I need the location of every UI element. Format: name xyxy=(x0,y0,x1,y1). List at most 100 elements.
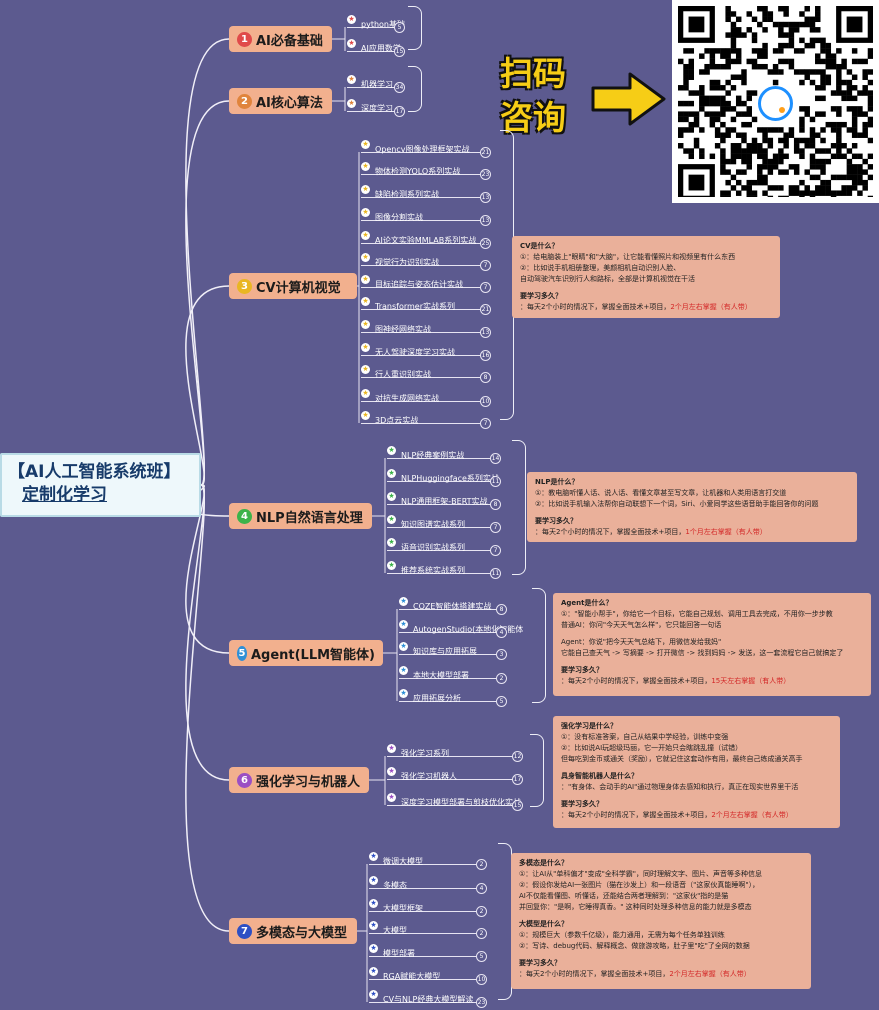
leaf-connector xyxy=(372,458,386,573)
leaf-count-badge: 7 xyxy=(480,260,491,271)
leaf-connector xyxy=(332,87,346,111)
branch-connector xyxy=(185,100,230,486)
leaf-item[interactable]: ★ 大模型框架 xyxy=(369,896,481,913)
leaf-item[interactable]: ★图像分割实战 xyxy=(361,205,485,222)
note-agent-line: Agent：你说"把今天天气总结下，用微信发给我妈" xyxy=(561,638,722,646)
leaf-item[interactable]: ★ NLPHuggingface系列实战 xyxy=(387,466,499,483)
green-star-icon: ★ xyxy=(387,492,396,501)
leaf-label: 模型部署 xyxy=(383,949,415,958)
leaf-item[interactable]: ★微调大模型 xyxy=(369,849,481,866)
leaf-label: 大模型框架 xyxy=(383,904,423,913)
leaf-item[interactable]: ★CV与NLP经典大模型解读 xyxy=(369,987,481,1004)
leaf-item[interactable]: ★COZE智能体搭建实战 xyxy=(399,594,501,611)
leaf-count-badge: 13 xyxy=(480,192,491,203)
leaf-label: NLPHuggingface系列实战 xyxy=(401,474,499,483)
note-rl-line: 但每吃到金币或通关（奖励），它就记住这套动作有用，最终自己练成通关高手 xyxy=(561,755,803,763)
note-rl-duration-highlight: 2个月左右掌握（有人带） xyxy=(711,811,793,819)
leaf-item[interactable]: ★ 强化学习机器人 xyxy=(387,764,517,781)
leaf-item[interactable]: ★python基础 xyxy=(347,12,405,29)
note-mm-line: AI不仅能看懂图、听懂话，还能结合两者理解到："这家伙"指的是猫 xyxy=(519,892,729,900)
note-nlp-duration-title: 要学习多久？ xyxy=(535,517,577,525)
leaf-item[interactable]: ★目标追踪与姿态估计实战 xyxy=(361,272,485,289)
leaf-item[interactable]: ★应用拓展分析 xyxy=(399,686,501,703)
leaf-item[interactable]: ★语音识别实战系列 xyxy=(387,535,495,552)
leaf-item[interactable]: ★缺陷检测系列实战 xyxy=(361,182,485,199)
blue-star-icon: ★ xyxy=(399,689,408,698)
branch-label: AI核心算法 xyxy=(256,95,323,111)
leaf-item[interactable]: ★对抗生成网络实战 xyxy=(361,386,485,403)
leaf-count-badge: 11 xyxy=(490,476,501,487)
group-brace xyxy=(512,440,526,575)
leaf-item[interactable]: ★知识库与应用拓展 xyxy=(399,639,501,656)
leaf-connector xyxy=(357,152,360,423)
leaf-label: 强化学习机器人 xyxy=(401,772,457,781)
leaf-item[interactable]: ★行人重识别实战 xyxy=(361,362,485,379)
leaf-item[interactable]: ★3D点云实战 xyxy=(361,408,485,425)
leaf-item[interactable]: ★深度学习模型部署与剪枝优化实战 xyxy=(387,790,521,807)
leaf-connector xyxy=(369,756,386,805)
magenta-star-icon: ★ xyxy=(369,899,378,908)
leaf-item[interactable]: ★大模型 xyxy=(369,918,481,935)
leaf-label: 无人驾驶深度学习实战 xyxy=(375,348,455,357)
note-mm-line: ②：假设你发给AI一张图片（猫在沙发上）和一段语音（"这家伙真能睡啊"）， xyxy=(519,881,760,889)
leaf-item[interactable]: ★ 物体检测YOLO系列实战 xyxy=(361,159,485,176)
leaf-item[interactable]: ★视觉行为识别实战 xyxy=(361,250,485,267)
green-star-icon: ★ xyxy=(387,446,396,455)
green-star-icon: ★ xyxy=(387,469,396,478)
note-rl: 强化学习是什么？ ①：没有标准答案，自己从结果中学经验，训练中变强 ②：比如说A… xyxy=(553,716,840,828)
purple-star-icon: ★ xyxy=(387,793,396,802)
leaf-item[interactable]: ★AI论文实验MMLAB系列实战 xyxy=(361,228,485,245)
branch-number-badge: 7 xyxy=(237,923,252,939)
leaf-item[interactable]: ★图神经网络实战 xyxy=(361,317,485,334)
note-nlp-title: NLP是什么？ xyxy=(535,478,579,486)
leaf-item[interactable]: ★无人驾驶深度学习实战 xyxy=(361,340,485,357)
arrow-right-icon xyxy=(591,72,666,126)
leaf-count-badge: 5 xyxy=(394,22,405,33)
note-mm-duration-title: 要学习多久？ xyxy=(519,959,561,967)
leaf-count-badge: 15 xyxy=(394,46,405,57)
leaf-item[interactable]: ★强化学习系列 xyxy=(387,741,517,758)
leaf-item[interactable]: ★AI应用数学 xyxy=(347,36,401,53)
branch-label: AI必备基础 xyxy=(256,33,323,49)
leaf-item[interactable]: ★深度学习 xyxy=(347,96,399,113)
note-mm-llm-title: 大模型是什么？ xyxy=(519,920,568,928)
leaf-item[interactable]: ★AutogenStudio(本地化智能体 xyxy=(399,617,523,634)
note-agent-title: Agent是什么？ xyxy=(561,599,613,607)
yellow-star-icon: ★ xyxy=(361,162,370,171)
leaf-item[interactable]: ★模型部署 xyxy=(369,941,481,958)
leaf-label: 视觉行为识别实战 xyxy=(375,258,439,267)
leaf-item[interactable]: ★推荐系统实战系列 xyxy=(387,558,495,575)
leaf-item[interactable]: ★ NLP经典案例实战 xyxy=(387,443,495,460)
leaf-item[interactable]: ★多模态 xyxy=(369,873,481,890)
branch-connector xyxy=(185,38,230,486)
leaf-item[interactable]: ★RGA赋能大模型 xyxy=(369,964,481,981)
leaf-item[interactable]: ★机器学习 xyxy=(347,72,399,89)
leaf-label: 物体检测YOLO系列实战 xyxy=(375,167,461,176)
leaf-item[interactable]: ★知识图谱实战系列 xyxy=(387,512,495,529)
note-nlp-duration: ：每天2个小时的情况下，掌握全面技术+项目， xyxy=(535,528,686,536)
note-mm-title: 多模态是什么？ xyxy=(519,859,568,867)
scan-text-line2: 咨询 xyxy=(500,98,566,137)
leaf-connector xyxy=(332,27,346,51)
leaf-item[interactable]: ★ NLP通用框架-BERT实战 xyxy=(387,489,495,506)
leaf-count-badge: 23 xyxy=(476,997,487,1008)
leaf-item[interactable]: ★Transformer实战系列 xyxy=(361,294,485,311)
note-agent-duration-highlight: 15天左右掌握（有人带） xyxy=(711,677,791,685)
leaf-item[interactable]: ★本地大模型部署 xyxy=(399,663,501,680)
purple-star-icon: ★ xyxy=(387,767,396,776)
leaf-label: NLP经典案例实战 xyxy=(401,451,465,460)
note-nlp-line: ②：比如说手机输入法帮你自动联想下一个词，Siri、小爱同学这些语音助手能回答你… xyxy=(535,500,819,508)
branch-number-badge: 4 xyxy=(237,508,252,524)
leaf-label: NLP通用框架-BERT实战 xyxy=(401,497,488,506)
group-brace xyxy=(408,66,422,112)
note-cv-duration: ：每天2个小时的情况下，掌握全面技术+项目， xyxy=(520,303,671,311)
leaf-item[interactable]: ★Opencv图像处理框架实战 xyxy=(361,137,485,154)
note-rl-robot-title: 具身智能机器人是什么？ xyxy=(561,772,638,780)
